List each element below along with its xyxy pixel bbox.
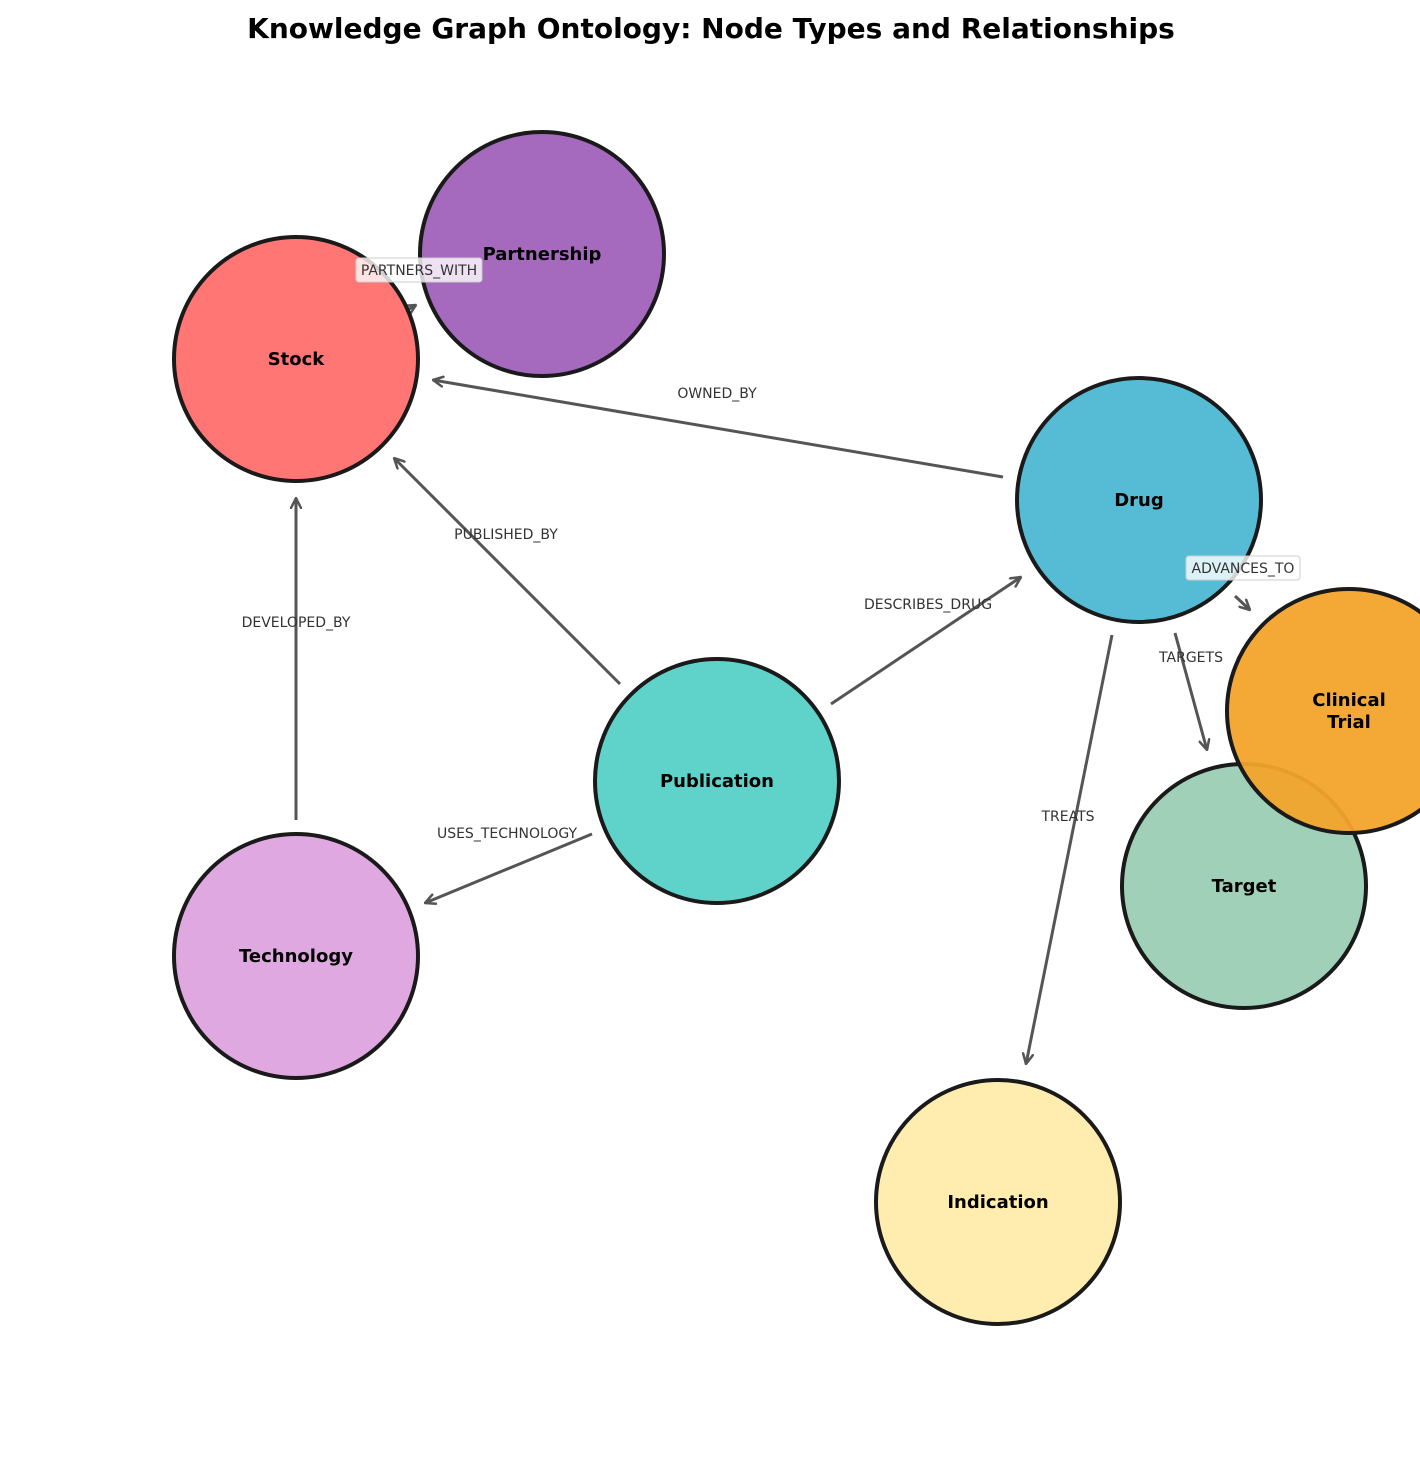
node-indication[interactable]: Indication <box>874 1078 1122 1326</box>
edge-targets-line <box>1173 632 1207 750</box>
node-partnership[interactable]: Partnership <box>418 130 666 378</box>
edge-treats-label: TREATS <box>1040 809 1094 825</box>
node-technology-circle <box>172 832 420 1080</box>
node-publication-circle <box>593 657 841 905</box>
edge-published-by-line <box>394 458 622 686</box>
edge-advances-to-label: ADVANCES_TO <box>1192 561 1295 577</box>
edge-uses-technology-line <box>425 832 593 903</box>
node-indication-circle <box>874 1078 1122 1326</box>
edge-uses-technology-label: USES_TECHNOLOGY <box>437 826 578 842</box>
edge-describes-drug-line <box>830 577 1021 706</box>
edge-partners-with-label-bg <box>355 257 483 283</box>
diagram-title: Knowledge Graph Ontology: Node Types and… <box>247 12 1175 45</box>
edge-published-by-label: PUBLISHED_BY <box>454 527 558 543</box>
edge-owned-by-line <box>433 380 1004 479</box>
node-stock[interactable]: Stock <box>172 235 420 483</box>
edges-layer <box>296 303 1250 1064</box>
node-target-label: Target <box>1212 876 1277 897</box>
edge-partners-with-label: PARTNERS_WITH <box>361 263 477 279</box>
node-partnership-circle <box>418 130 666 378</box>
node-clinical-trial-label-line: Trial <box>1327 712 1371 733</box>
node-publication[interactable]: Publication <box>593 657 841 905</box>
edge-developed-by-label: DEVELOPED_BY <box>242 615 351 631</box>
node-drug-label: Drug <box>1114 490 1164 511</box>
node-publication-label: Publication <box>660 771 774 792</box>
node-technology[interactable]: Technology <box>172 832 420 1080</box>
node-stock-label: Stock <box>268 349 326 370</box>
node-drug[interactable]: Drug <box>1015 376 1263 624</box>
edge-owned-by-label: OWNED_BY <box>677 386 757 402</box>
edge-treats-line <box>1026 634 1114 1064</box>
node-partnership-label: Partnership <box>483 244 602 265</box>
node-clinical-trial-label-line: Clinical <box>1312 690 1386 711</box>
edge-advances-to-line <box>1233 594 1250 610</box>
edge-advances-to-label-bg <box>1185 555 1301 581</box>
nodes-layer: Partnership Stock Drug Publication Techn… <box>172 130 1420 1326</box>
edge-targets-label: TARGETS <box>1158 650 1223 666</box>
node-indication-label: Indication <box>947 1192 1048 1213</box>
node-clinical-trial-circle <box>1225 587 1420 835</box>
node-technology-label: Technology <box>239 946 353 967</box>
node-stock-circle <box>172 235 420 483</box>
edge-labels-layer: PARTNERS_WITH OWNED_BY PUBLISHED_BY DEVE… <box>242 257 1301 842</box>
edge-describes-drug-label: DESCRIBES_DRUG <box>864 597 992 613</box>
